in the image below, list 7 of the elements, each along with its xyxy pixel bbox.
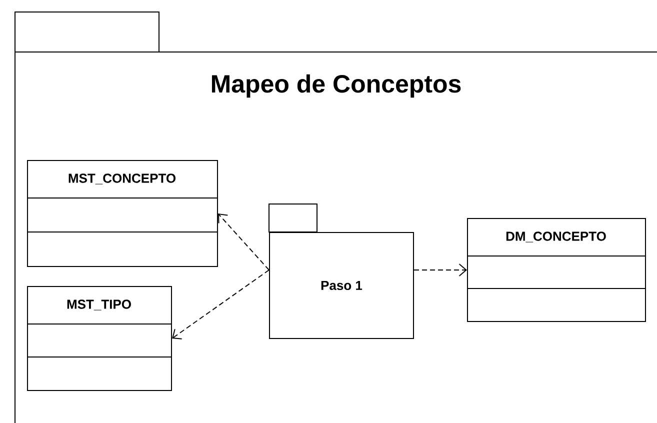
dependency-arrow <box>414 264 467 276</box>
package-box: Paso 1 <box>268 204 414 339</box>
class-box: DM_CONCEPTO <box>466 218 646 322</box>
dependency-arrow <box>172 270 270 340</box>
class-box: MST_TIPO <box>26 286 172 391</box>
class-box: MST_CONCEPTO <box>26 160 218 267</box>
dependency-arrow <box>218 214 270 270</box>
